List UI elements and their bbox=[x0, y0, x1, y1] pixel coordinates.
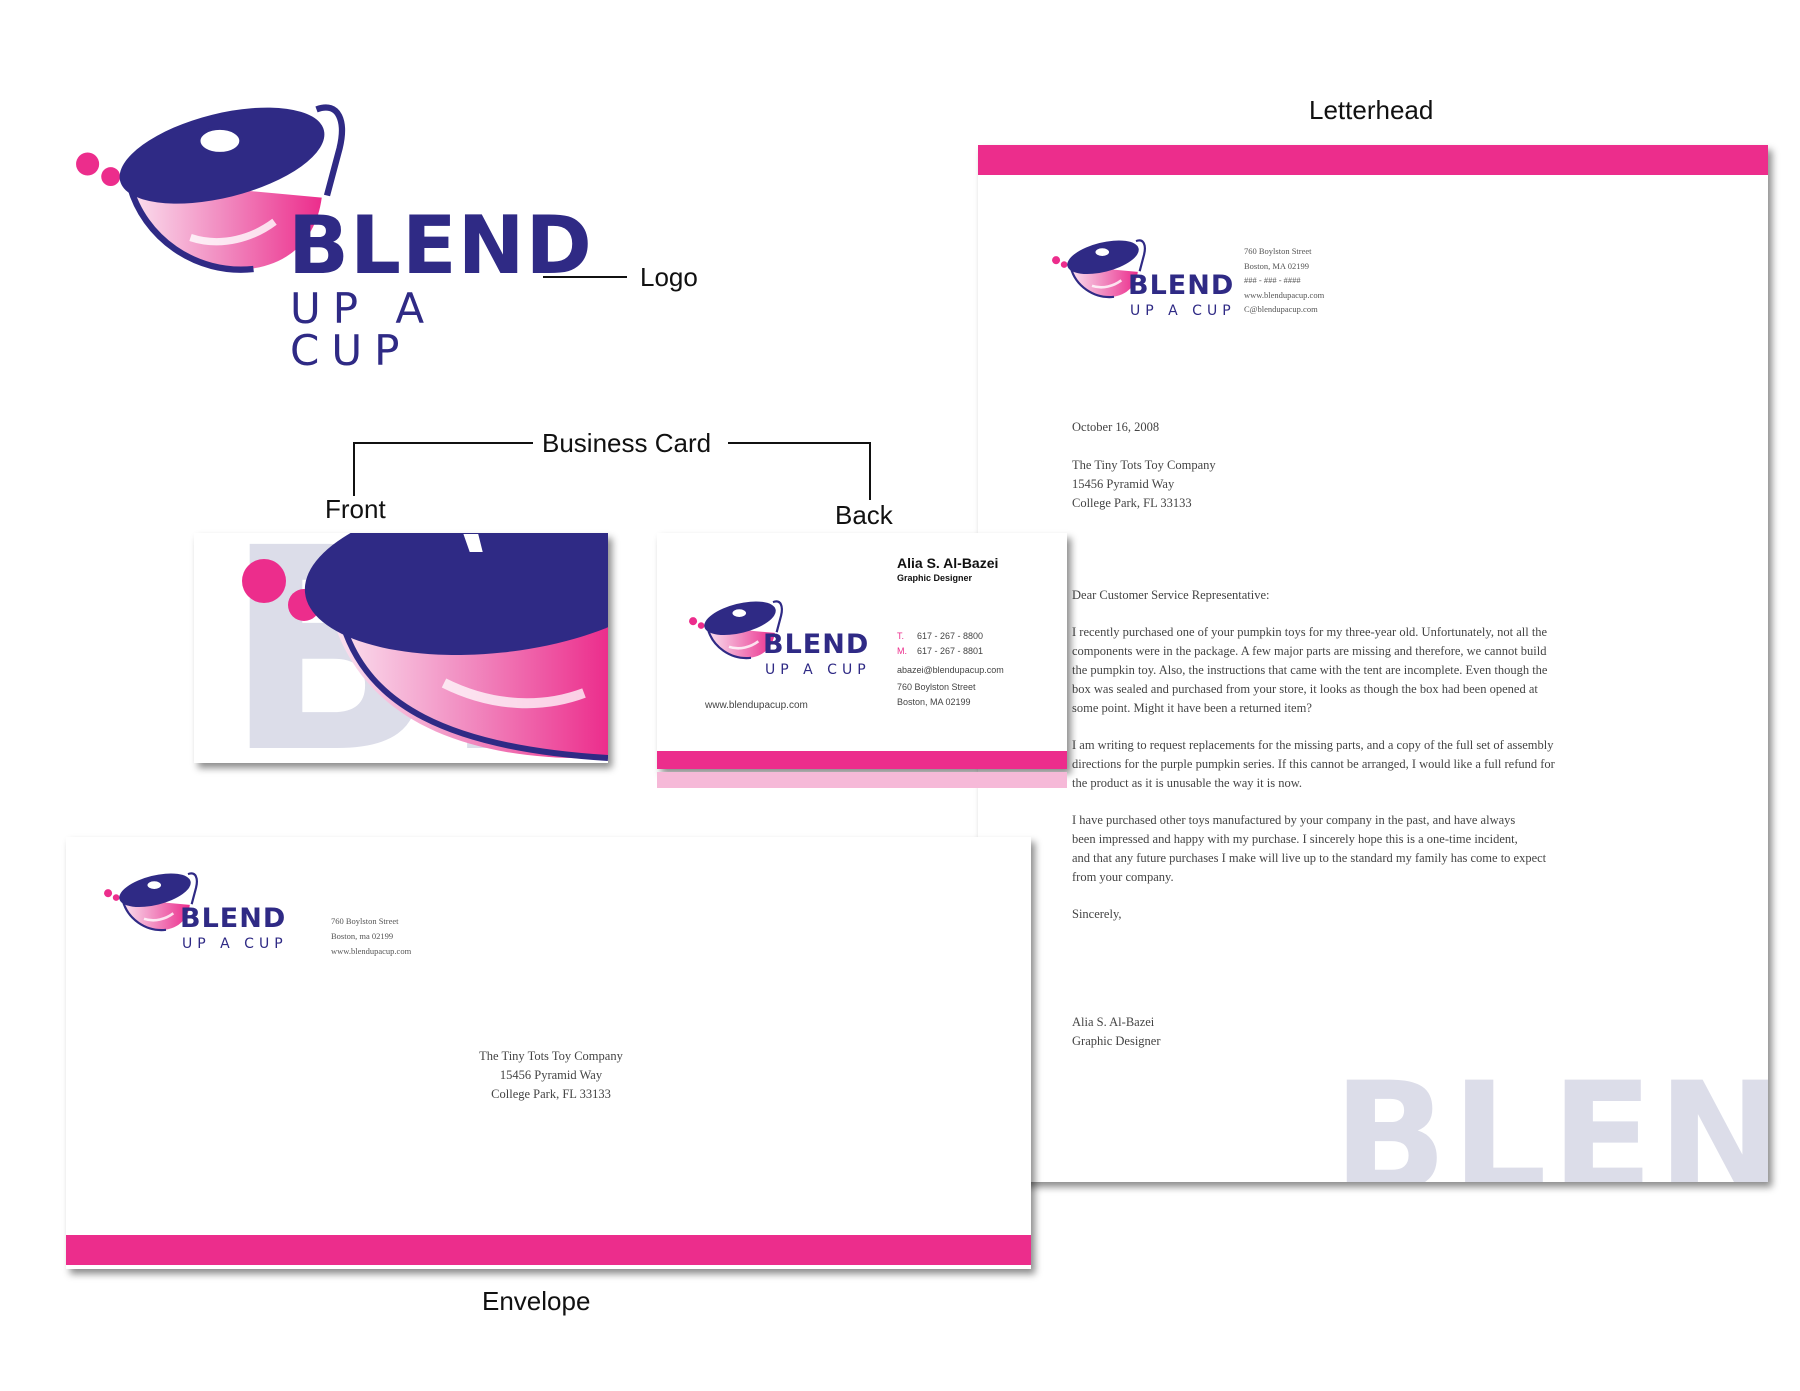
envelope: BLEND UP A CUP 760 Boylston Street Bosto… bbox=[66, 837, 1031, 1269]
contact-city: Boston, MA 02199 bbox=[1244, 260, 1309, 271]
return-web: www.blendupacup.com bbox=[331, 946, 412, 956]
card-name: Alia S. Al-Bazei bbox=[897, 555, 999, 571]
logo-tagline: UP A CUP bbox=[765, 662, 871, 678]
letterhead-ghost-wordmark: BLEND bbox=[1333, 1051, 1768, 1182]
card-email: abazei@blendupacup.com bbox=[897, 665, 1004, 675]
card-contact: T. 617 - 267 - 8800 M. 617 - 267 - 8801 ab… bbox=[897, 629, 1004, 710]
envelope-return-address: 760 Boylston Street Boston, ma 02199 www… bbox=[331, 914, 411, 959]
logo-tagline: UP A CUP bbox=[182, 936, 288, 952]
letter-recipient-line: College Park, FL 33133 bbox=[1072, 496, 1192, 510]
card-mobile-label: M. bbox=[897, 646, 907, 656]
letter-line: the pumpkin toy. Also, the instructions … bbox=[1072, 663, 1548, 677]
callout-bc-drop-left bbox=[353, 442, 355, 496]
return-street: 760 Boylston Street bbox=[331, 916, 399, 926]
contact-street: 760 Boylston Street bbox=[1244, 246, 1312, 256]
letter-signature-title: Graphic Designer bbox=[1072, 1034, 1161, 1048]
callout-front-label: Front bbox=[325, 494, 386, 524]
callout-logo-line bbox=[543, 276, 627, 278]
business-card-back: BLEND UP A CUP Alia S. Al-Bazei Graphic … bbox=[657, 533, 1067, 769]
envelope-recipient-line: The Tiny Tots Toy Company bbox=[479, 1049, 623, 1063]
letter-salutation: Dear Customer Service Representative: bbox=[1072, 588, 1270, 602]
letterhead-contact: 760 Boylston Street Boston, MA 02199 ###… bbox=[1244, 244, 1324, 317]
card-pink-bar bbox=[657, 751, 1067, 769]
cup-closeup-icon bbox=[242, 533, 608, 761]
card-mobile-value: 617 - 267 - 8801 bbox=[917, 646, 984, 656]
return-city: Boston, ma 02199 bbox=[331, 931, 394, 941]
card-city: Boston, MA 02199 bbox=[897, 697, 971, 707]
contact-web: www.blendupacup.com bbox=[1244, 289, 1325, 300]
letter-line: I am writing to request replacements for… bbox=[1072, 738, 1554, 752]
card-phone-value: 617 - 267 - 8800 bbox=[917, 631, 984, 641]
letterhead-pink-bar bbox=[978, 145, 1768, 175]
card-phone-label: T. bbox=[897, 631, 905, 641]
logo-wordmark: BLEND bbox=[763, 629, 870, 660]
letter-line: directions for the purple pumpkin series… bbox=[1072, 757, 1555, 771]
callout-bc-line-left bbox=[353, 442, 533, 444]
card-web: www.blendupacup.com bbox=[705, 700, 808, 711]
card-logo: BLEND UP A CUP bbox=[685, 591, 875, 721]
logo-wordmark: BLEND bbox=[288, 199, 593, 292]
letter-signature-name: Alia S. Al-Bazei bbox=[1072, 1015, 1155, 1029]
card-phone-row: T. 617 - 267 - 8800 bbox=[897, 629, 1004, 644]
envelope-recipient-line: 15456 Pyramid Way bbox=[499, 1068, 603, 1082]
letter-line: and that any future purchases I make wil… bbox=[1072, 851, 1547, 865]
envelope-recipient-line: College Park, FL 33133 bbox=[491, 1087, 611, 1101]
card-street: 760 Boylston Street bbox=[897, 682, 976, 692]
contact-phone: ### - ### - #### bbox=[1244, 275, 1301, 285]
callout-envelope-label: Envelope bbox=[482, 1286, 591, 1316]
letter-line: I recently purchased one of your pumpkin… bbox=[1072, 625, 1548, 639]
letterhead-logo: BLEND UP A CUP bbox=[1048, 230, 1238, 370]
card-mobile-row: M. 617 - 267 - 8801 bbox=[897, 644, 1004, 659]
card-back-reflection bbox=[657, 772, 1067, 788]
envelope-logo: BLEND UP A CUP bbox=[100, 863, 290, 1003]
main-logo: BLEND UP A CUP bbox=[62, 80, 592, 372]
letter-line: the product as it is unusable the way it… bbox=[1072, 776, 1303, 790]
logo-wordmark: BLEND bbox=[180, 903, 287, 934]
contact-email: C@blendupacup.com bbox=[1244, 304, 1318, 314]
letter-line: I have purchased other toys manufactured… bbox=[1072, 813, 1516, 827]
letter-line: some point. Might it have been a returne… bbox=[1072, 701, 1312, 715]
letter-date: October 16, 2008 bbox=[1072, 420, 1160, 434]
letterhead: BLEND UP A CUP 760 Boylston Street Bosto… bbox=[978, 145, 1768, 1182]
logo-tagline: UP A CUP bbox=[1130, 303, 1236, 319]
letter-line: box was sealed and purchased from your s… bbox=[1072, 682, 1538, 696]
envelope-recipient: The Tiny Tots Toy Company 15456 Pyramid … bbox=[416, 1047, 686, 1104]
business-card-front: BLEND bbox=[194, 533, 608, 763]
letter-recipient-line: 15456 Pyramid Way bbox=[1072, 477, 1175, 491]
callout-bc-drop-right bbox=[869, 442, 871, 500]
callout-letterhead-label: Letterhead bbox=[1309, 95, 1434, 125]
logo-tagline: UP A CUP bbox=[290, 284, 437, 375]
callout-back-label: Back bbox=[835, 500, 893, 530]
letter-line: components were in the package. A few ma… bbox=[1072, 644, 1547, 658]
envelope-pink-bar bbox=[66, 1235, 1031, 1265]
letter-recipient-line: The Tiny Tots Toy Company bbox=[1072, 458, 1216, 472]
card-title: Graphic Designer bbox=[897, 573, 973, 583]
callout-business-card-label: Business Card bbox=[542, 428, 712, 458]
logo-wordmark: BLEND bbox=[1128, 270, 1235, 301]
letter-line: been impressed and happy with my purchas… bbox=[1072, 832, 1518, 846]
callout-logo-label: Logo bbox=[640, 262, 698, 292]
letter-line: from your company. bbox=[1072, 870, 1174, 884]
letter-closing: Sincerely, bbox=[1072, 907, 1122, 921]
callout-bc-line-right bbox=[728, 442, 871, 444]
